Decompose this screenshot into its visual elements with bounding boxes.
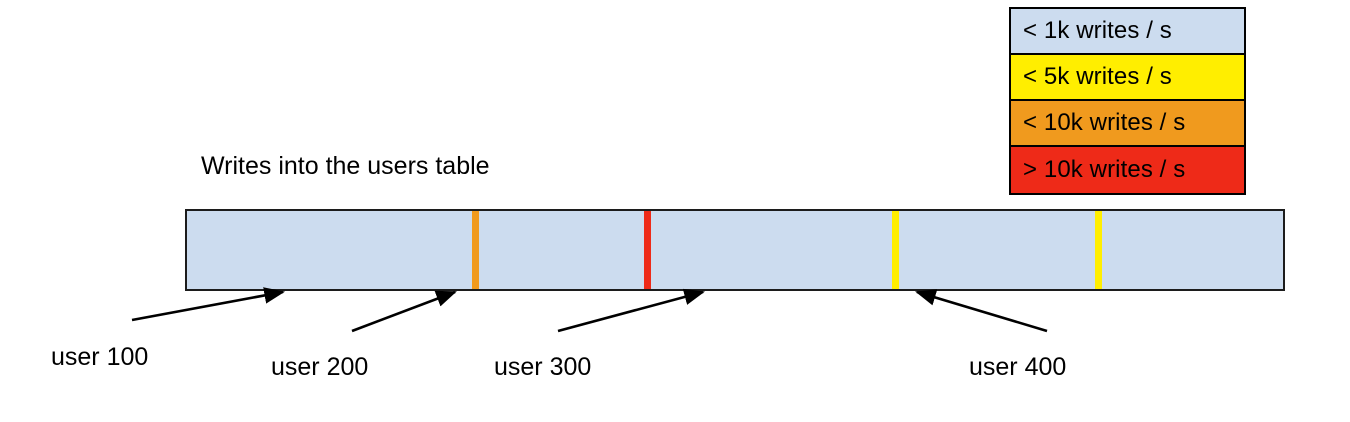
arrow-user-100: [131, 287, 286, 322]
user-200-marker-stripe: [644, 211, 651, 289]
legend-row-under-1k: < 1k writes / s: [1011, 9, 1244, 55]
label-user-400: user 400: [969, 353, 1067, 381]
write-rate-legend: < 1k writes / s < 5k writes / s < 10k wr…: [1009, 7, 1246, 195]
legend-row-under-10k: < 10k writes / s: [1011, 101, 1244, 147]
legend-label-under-1k: < 1k writes / s: [1023, 17, 1172, 44]
legend-row-over-10k: > 10k writes / s: [1011, 147, 1244, 193]
chart-title: Writes into the users table: [201, 152, 490, 180]
label-user-200: user 200: [271, 353, 369, 381]
label-user-300: user 300: [494, 353, 592, 381]
legend-label-under-5k: < 5k writes / s: [1023, 63, 1172, 90]
user-400-marker-stripe: [1095, 211, 1102, 289]
arrow-user-200: [351, 290, 457, 333]
user-300-marker-stripe: [892, 211, 899, 289]
label-user-100: user 100: [51, 343, 149, 371]
users-table-bar: [185, 209, 1285, 291]
legend-label-over-10k: > 10k writes / s: [1023, 156, 1186, 183]
arrow-user-300: [557, 288, 706, 333]
user-100-marker-stripe: [472, 211, 479, 289]
legend-label-under-10k: < 10k writes / s: [1023, 109, 1186, 136]
legend-row-under-5k: < 5k writes / s: [1011, 55, 1244, 101]
arrow-user-400: [915, 289, 1048, 333]
